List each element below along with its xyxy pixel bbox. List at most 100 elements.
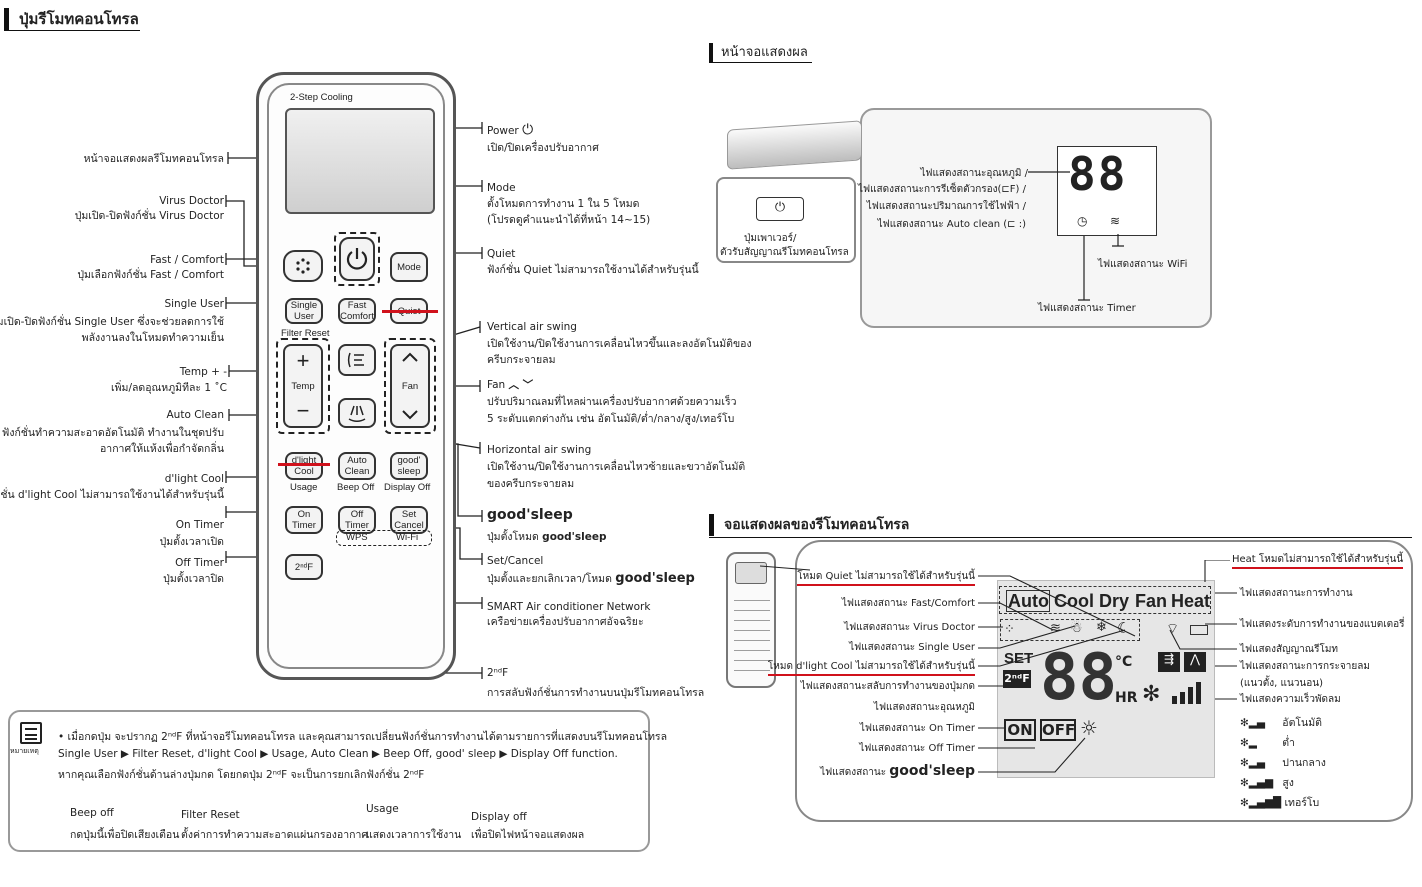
vertical-swing-desc-1: เปิดใช้งาน/ปิดใช้งานการเคลื่อนไหวขึ้นและ…	[487, 338, 752, 350]
remote-section-title: ปุ่มรีโมทคอนโทรล	[4, 8, 139, 30]
note-icon-label: หมายเหตุ	[10, 747, 39, 755]
lcd-heat-label: Heat โหมดไม่สามารถใช้ได้สำหรับรุ่นนี้	[1232, 553, 1404, 569]
indoor-unit-image	[727, 120, 862, 170]
quiet-desc: ฟังก์ชั่น Quiet ไม่สามารถใช้งานได้สำหรับ…	[487, 264, 699, 276]
indoor-autoclean-label: ไฟแสดงสถานะ Auto clean (⊏ :)	[877, 219, 1026, 230]
fan-down-icon[interactable]	[400, 408, 420, 422]
dlight-cool-button[interactable]: d'light Cool	[285, 452, 323, 480]
dlight-unavailable-mark	[278, 463, 330, 466]
note-item-title: Filter Reset	[181, 809, 240, 821]
single-user-button[interactable]: Single User	[285, 298, 323, 324]
mode-title: Mode	[487, 182, 516, 194]
smart-title: SMART Air conditioner Network	[487, 601, 651, 613]
single-user-desc-1: ปุ่มเปิด-ปิดฟังก์ชั่น Single User ซึ่งจะ…	[0, 316, 224, 328]
title-rule	[4, 30, 140, 31]
wifi-group	[336, 530, 432, 546]
auto-clean-desc-2: อากาศให้แห้งเพื่อกำจัดกลิ่น	[100, 443, 224, 455]
temp-plus-icon[interactable]: +	[296, 348, 310, 373]
lcd-goodsleep-label: ไฟแสดงสถานะ good'sleep	[820, 763, 975, 779]
lcd-signal-label: ไฟแสดงสัญญาณรีโมท	[1240, 644, 1338, 655]
note-icon	[20, 722, 42, 744]
lcd-off: OFF	[1040, 719, 1076, 741]
second-function-button[interactable]: 2ⁿᵈF	[285, 554, 323, 580]
good-sleep-desc: ปุ่มตั้งโหมด good'sleep	[487, 531, 607, 543]
horizontal-swing-button[interactable]	[338, 398, 376, 428]
mode-button[interactable]: Mode	[390, 252, 428, 282]
lcd-mode-fan: Fan	[1135, 591, 1168, 611]
dlight-cool-title: d'light Cool	[164, 473, 224, 485]
indoor-digit-display	[1057, 146, 1157, 236]
indoor-temp-label: ไฟแสดงสถานะอุณหภูมิ /	[920, 168, 1028, 179]
wifi-indicator-icon: ≋	[1110, 214, 1121, 228]
virus-doctor-desc: ปุ่มเปิด-ปิดฟังก์ชั่น Virus Doctor	[74, 210, 224, 222]
fast-comfort-desc: ปุ่มเลือกฟังก์ชั่น Fast / Comfort	[77, 269, 224, 281]
on-timer-title: On Timer	[175, 519, 224, 531]
fast-comfort-button[interactable]: Fast Comfort	[338, 298, 376, 324]
lcd-function-row	[1000, 619, 1140, 641]
power-icon: ⏻	[522, 122, 534, 138]
beep-off-sublabel: Beep Off	[337, 482, 375, 493]
on-timer-button[interactable]: On Timer	[285, 506, 323, 534]
quiet-unavailable-mark	[382, 310, 438, 313]
fan-desc-1: ปรับปริมาณลมที่ไหลผ่านเครื่องปรับอากาศด้…	[487, 396, 737, 408]
remote-screen	[285, 108, 435, 214]
set-cancel-desc: ปุ่มตั้งและยกเลิกเวลา/โหมด good'sleep	[487, 571, 695, 586]
second-f-desc: การสลับฟังก์ชั่นการทำงานบนปุ่มรีโมทคอนโท…	[487, 687, 705, 699]
speed-row-turbo: ✻▂▄▆█ เทอร์โบ	[1240, 797, 1320, 809]
wps-sublabel: WPS	[346, 532, 368, 543]
good-sleep-title: good'sleep	[487, 507, 573, 523]
temp-label: Temp	[291, 380, 315, 392]
auto-clean-title: Auto Clean	[166, 409, 224, 421]
lcd-swing-label-2: (แนวตั้ง, แนวนอน)	[1240, 678, 1324, 689]
lcd-hswing-icon: ⋀	[1184, 652, 1206, 672]
lcd-mode-heat: Heat	[1171, 591, 1211, 611]
lcd-virus-label: ไฟแสดงสถานะ Virus Doctor	[844, 622, 975, 633]
speed-row-medium: ✻▂▄ ปานกลาง	[1240, 757, 1326, 769]
set-cancel-button[interactable]: Set Cancel	[390, 506, 428, 534]
lcd-section-title: จอแสดงผลของรีโมทคอนโทรล	[709, 514, 909, 536]
quiet-title: Quiet	[487, 248, 516, 260]
auto-clean-button[interactable]: Auto Clean	[338, 452, 376, 480]
lcd-battery-label: ไฟแสดงระดับการทำงานของแบตเตอรี่	[1240, 619, 1405, 630]
lcd-mode-label: ไฟแสดงสถานะการทำงาน	[1240, 588, 1353, 599]
remote-header: 2-Step Cooling	[290, 92, 353, 103]
indoor-power-label: ไฟแสดงสถานะปริมาณการใช้ไฟฟ้า /	[866, 201, 1026, 212]
lcd-leader-lines	[978, 560, 1237, 773]
single-user-desc-2: พลังงานลงในโหมดทำความเย็น	[81, 332, 224, 344]
lcd-single-label: ไฟแสดงสถานะ Single User	[849, 642, 975, 653]
lcd-second-f: 2ⁿᵈF	[1003, 670, 1031, 688]
virus-doctor-button[interactable]	[283, 250, 323, 282]
power-icon	[346, 248, 368, 270]
vertical-swing-button[interactable]	[338, 344, 376, 376]
note-line-2: Single User ▶ Filter Reset, d'light Cool…	[58, 748, 618, 760]
note-item-desc: เพื่อปิดไฟหน้าจอแสดงผล	[471, 829, 585, 841]
usage-sublabel: Usage	[290, 482, 318, 493]
display-section-title: หน้าจอแสดงผล	[709, 43, 808, 63]
fan-title: Fan ︿ ﹀	[487, 379, 534, 391]
indoor-digits: 88	[1068, 147, 1128, 201]
fan-button[interactable]: Fan	[390, 344, 430, 428]
lcd-fast-label: ไฟแสดงสถานะ Fast/Comfort	[841, 598, 975, 609]
indoor-wifi-label: ไฟแสดงสถานะ WiFi	[1098, 259, 1188, 270]
vertical-swing-title: Vertical air swing	[487, 321, 577, 333]
power-button-frame	[334, 232, 380, 286]
good-sleep-button[interactable]: good' sleep	[390, 452, 428, 480]
lcd-secondf-label: ไฟแสดงสถานะสลับการทำงานของปุ่มกด	[800, 681, 975, 692]
horizontal-swing-desc-1: เปิดใช้งาน/ปิดใช้งานการเคลื่อนไหวซ้ายและ…	[487, 461, 746, 473]
power-button[interactable]	[339, 237, 375, 281]
lcd-offtimer-label: ไฟแสดงสถานะ Off Timer	[859, 743, 975, 754]
temp-minus-icon[interactable]: −	[296, 398, 310, 423]
title-rule	[709, 537, 1412, 538]
note-item-desc: แสดงเวลาการใช้งาน	[366, 829, 462, 841]
speed-fan-icon: ✻▂▄	[1240, 717, 1265, 729]
lcd-single-user-icon: ☃	[1070, 620, 1083, 636]
fan-label: Fan	[401, 380, 419, 392]
single-user-title: Single User	[164, 298, 224, 310]
temp-button[interactable]: + Temp −	[283, 344, 323, 428]
off-timer-button[interactable]: Off Timer	[338, 506, 376, 534]
lcd-good-sleep-icon: ☼	[1080, 716, 1098, 740]
fan-arrows-icon: ︿ ﹀	[508, 379, 534, 391]
mini-remote-image	[726, 552, 776, 688]
fan-up-icon[interactable]	[400, 350, 420, 364]
power-desc: เปิด/ปิดเครื่องปรับอากาศ	[487, 142, 599, 154]
